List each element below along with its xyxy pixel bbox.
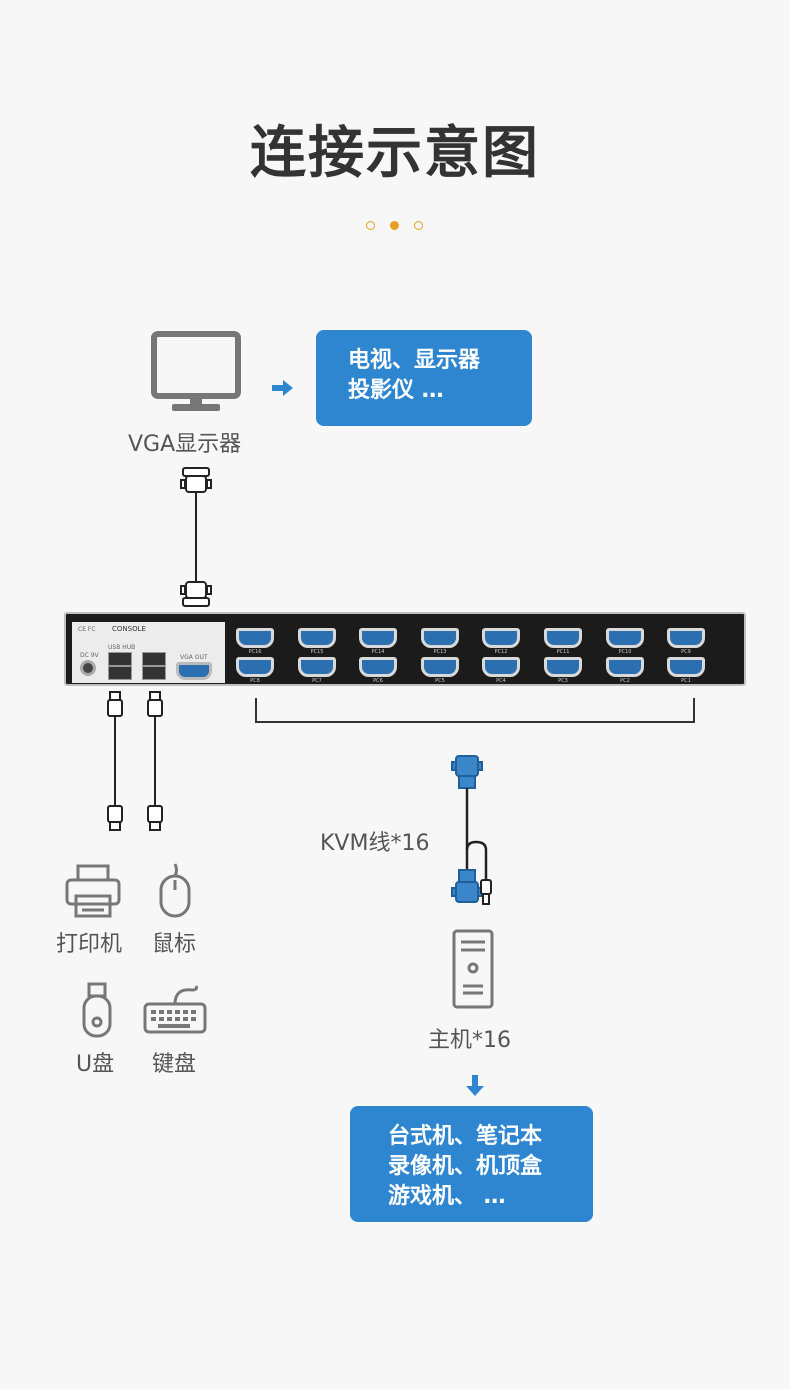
port-label: PC3: [558, 678, 568, 684]
vga-port-pc3: [544, 657, 582, 677]
port-label: PC1: [681, 678, 691, 684]
vga-port-pc9: [667, 628, 705, 648]
vga-port-pc13: [421, 628, 459, 648]
port-label: PC6: [373, 678, 383, 684]
vga-port-pc5: [421, 657, 459, 677]
vga-port-pc7: [298, 657, 336, 677]
port-label: PC10: [618, 649, 632, 655]
port-label: PC15: [310, 649, 324, 655]
mouse-icon: [159, 863, 191, 918]
port-label: PC16: [248, 649, 262, 655]
vga-port-pc12: [482, 628, 520, 648]
vga-cable-icon: [180, 467, 212, 607]
vga-port-pc8: [236, 657, 274, 677]
host-devices-line1: 台式机、笔记本: [388, 1124, 543, 1149]
kvm-cable-icon: [451, 755, 492, 905]
host-pc-icon: [452, 929, 494, 1009]
host-devices-box: 台式机、笔记本 录像机、机顶盒 游戏机、 …: [350, 1106, 593, 1222]
mouse-label: 鼠标: [152, 932, 197, 957]
host-devices-line2: 录像机、机顶盒: [388, 1154, 543, 1179]
vga-port-pc2: [606, 657, 644, 677]
usb-hub-label: USB HUB: [108, 644, 136, 651]
port-label: PC14: [371, 649, 385, 655]
dot-1: [366, 221, 375, 230]
vga-port-pc10: [606, 628, 644, 648]
vga-port-pc11: [544, 628, 582, 648]
usb-port-2: [108, 666, 132, 680]
arrow-right-icon: [272, 380, 293, 396]
port-label: PC7: [312, 678, 322, 684]
printer-icon: [65, 864, 121, 918]
vga-port-pc6: [359, 657, 397, 677]
usb-port-1: [108, 652, 132, 666]
port-label: PC2: [620, 678, 630, 684]
display-devices-line1: 电视、显示器: [348, 348, 481, 373]
port-label: PC12: [494, 649, 508, 655]
port-label: PC9: [681, 649, 691, 655]
pagination-dots: [366, 221, 423, 230]
usb-cables-icon: [107, 691, 163, 831]
dc-jack: [80, 660, 96, 676]
vga-port-pc1: [667, 657, 705, 677]
vga-port-pc15: [298, 628, 336, 648]
host-pc-label: 主机*16: [428, 1028, 511, 1053]
keyboard-label: 键盘: [152, 1052, 197, 1077]
host-devices-line3: 游戏机、 …: [388, 1184, 506, 1209]
usb-drive-icon: [82, 982, 112, 1038]
vga-port-pc4: [482, 657, 520, 677]
vga-port-pc14: [359, 628, 397, 648]
display-devices-box: 电视、显示器 投影仪 …: [316, 330, 532, 426]
printer-label: 打印机: [56, 932, 123, 957]
kvm-cable-label: KVM线*16: [320, 831, 430, 856]
port-label: PC13: [433, 649, 447, 655]
port-label: PC5: [435, 678, 445, 684]
port-label: PC8: [250, 678, 260, 684]
usb-port-4: [142, 666, 166, 680]
usb-port-3: [142, 652, 166, 666]
vga-port-pc16: [236, 628, 274, 648]
ports-bracket: [255, 698, 695, 723]
monitor-label: VGA显示器: [128, 432, 242, 457]
keyboard-icon: [143, 985, 207, 1034]
console-label: CONSOLE: [112, 625, 146, 633]
arrow-down-icon: [466, 1075, 484, 1096]
dot-2-active: [390, 221, 399, 230]
port-label: PC11: [556, 649, 570, 655]
port-label: PC4: [496, 678, 506, 684]
kvm-console-panel: CE FC CONSOLE DC 9V USB HUB VGA OUT: [72, 622, 225, 683]
page-title: 连接示意图: [250, 121, 540, 186]
dc-label: DC 9V: [80, 652, 99, 659]
monitor-icon: [151, 331, 241, 411]
vga-out-label: VGA OUT: [180, 654, 208, 661]
dot-3: [414, 221, 423, 230]
vga-out-port: [176, 662, 212, 680]
usb-drive-label: U盘: [76, 1052, 115, 1077]
fc-label: CE FC: [78, 626, 96, 633]
display-devices-line2: 投影仪 …: [348, 378, 444, 403]
